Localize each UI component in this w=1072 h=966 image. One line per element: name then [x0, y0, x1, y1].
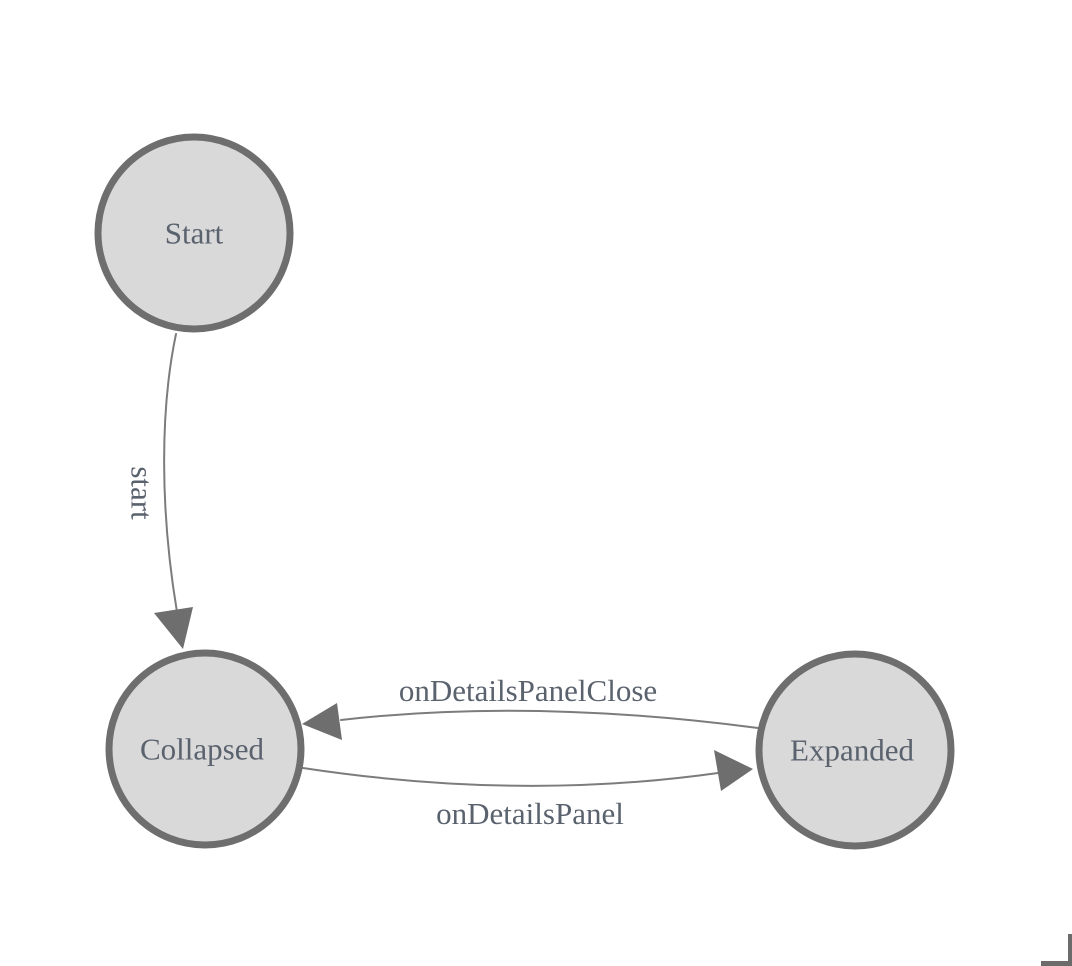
edge-start-to-collapsed: start	[125, 333, 193, 649]
edge-line-collapsed-to-expanded[interactable]	[302, 767, 719, 787]
arrowhead-left-icon	[302, 703, 342, 740]
edge-label-start[interactable]: start	[125, 466, 160, 520]
edge-expanded-to-collapsed: onDetailsPanelClose	[302, 673, 759, 740]
state-circle-start[interactable]	[94, 133, 294, 333]
state-circle-expanded[interactable]	[755, 650, 955, 850]
scrollbar-corner-mark	[1041, 934, 1072, 966]
edge-label-ondetailspanelclose[interactable]: onDetailsPanelClose	[399, 673, 657, 708]
edge-line-start-to-collapsed[interactable]	[163, 333, 178, 613]
state-label-start[interactable]: Start	[165, 216, 224, 251]
state-node-expanded: Expanded	[755, 650, 955, 850]
state-label-expanded[interactable]: Expanded	[790, 733, 914, 768]
arrowhead-down-icon	[154, 607, 193, 649]
arrowhead-right-icon	[714, 750, 753, 791]
state-node-collapsed: Collapsed	[105, 649, 305, 849]
state-circle-collapsed[interactable]	[105, 649, 305, 849]
state-label-collapsed[interactable]: Collapsed	[140, 732, 264, 767]
state-node-start: Start	[94, 133, 294, 333]
edge-collapsed-to-expanded: onDetailsPanel	[302, 750, 753, 831]
edge-label-ondetailspanel[interactable]: onDetailsPanel	[436, 796, 624, 831]
edge-line-expanded-to-collapsed[interactable]	[340, 709, 759, 729]
